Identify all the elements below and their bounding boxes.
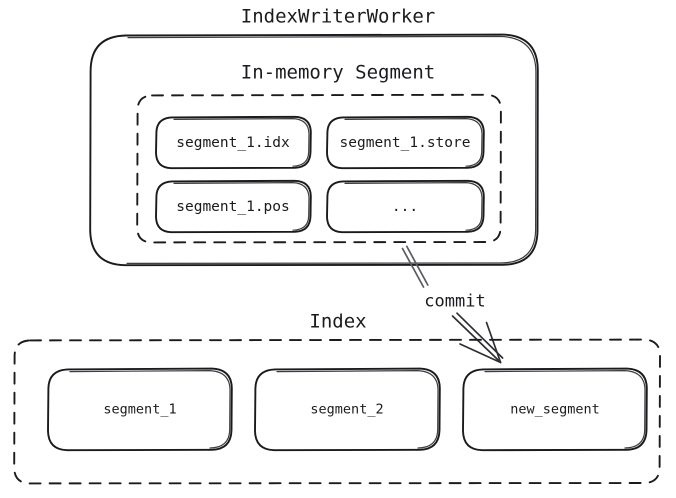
segment-box-shape-3 [462, 367, 648, 452]
segment-box-label-segment-2: segment_2 [310, 401, 384, 418]
worker-container-shape [89, 33, 539, 267]
index-container-shape [13, 338, 661, 485]
file-box-shape-1 [155, 115, 312, 170]
file-box-label-segment-1-pos: segment_1.pos [176, 198, 290, 215]
file-box-label-ellipsis: ... [391, 198, 419, 215]
segment-box-label-new-segment: new_segment [510, 401, 600, 418]
commit-arrow-label: commit [424, 291, 486, 312]
in-memory-segment-container-shape [136, 93, 502, 244]
in-memory-segment-title: In-memory Segment [240, 61, 436, 84]
segment-box-label-segment-1: segment_1 [103, 401, 177, 418]
index-title: Index [309, 310, 367, 333]
file-box-shape-3 [155, 179, 312, 234]
file-box-label-segment-1-idx: segment_1.idx [176, 134, 290, 151]
segment-box-shape-1 [47, 367, 233, 452]
file-box-shape-4 [326, 179, 485, 234]
file-box-label-segment-1-store: segment_1.store [339, 134, 471, 151]
file-box-shape-2 [326, 115, 485, 170]
worker-title: IndexWriterWorker [240, 5, 436, 28]
segment-box-shape-2 [254, 367, 441, 452]
